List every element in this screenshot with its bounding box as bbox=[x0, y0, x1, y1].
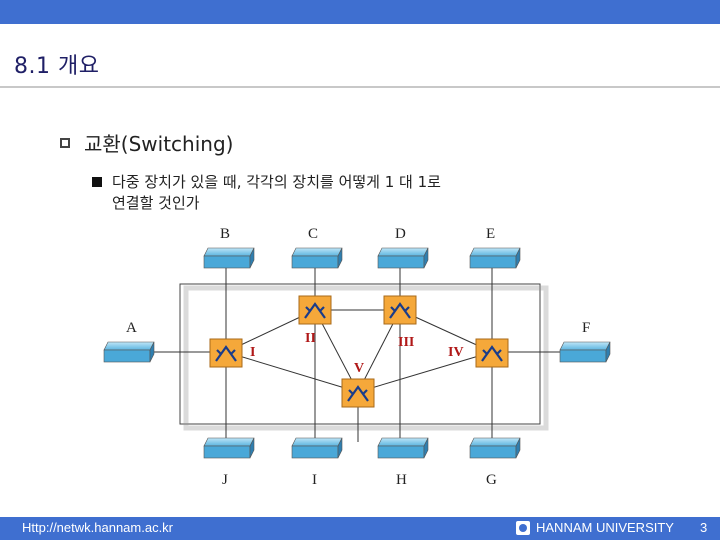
bullet-switching: 교환(Switching) bbox=[60, 128, 233, 157]
label-e: E bbox=[486, 226, 495, 242]
university-logo-icon bbox=[516, 520, 530, 535]
label-g: G bbox=[486, 472, 497, 488]
station-f bbox=[559, 341, 611, 363]
station-h bbox=[377, 437, 429, 459]
station-j bbox=[203, 437, 255, 459]
sub-bullet-line2: 연결할 것인가 bbox=[112, 194, 200, 212]
label-switch-i: I bbox=[250, 345, 255, 360]
footer-url: Http://netwk.hannam.ac.kr bbox=[22, 520, 174, 535]
bullet-text: 교환(Switching) bbox=[84, 132, 234, 156]
station-b bbox=[203, 247, 255, 269]
label-j: J bbox=[222, 472, 228, 488]
label-switch-iv: IV bbox=[448, 345, 464, 360]
station-a bbox=[103, 341, 155, 363]
slide-title: 8.1 개요 bbox=[14, 54, 100, 79]
checkbox-bullet-icon bbox=[60, 137, 70, 148]
bottom-stations bbox=[203, 437, 521, 459]
label-switch-iii: III bbox=[398, 335, 414, 350]
switching-network-diagram: B C D E A F J I H G I II III IV V bbox=[103, 226, 611, 488]
switch-i bbox=[209, 338, 243, 368]
label-b: B bbox=[220, 226, 230, 242]
page-number: 3 bbox=[700, 520, 708, 535]
top-bar bbox=[0, 0, 720, 24]
station-c bbox=[291, 247, 343, 269]
station-g bbox=[469, 437, 521, 459]
label-c: C bbox=[308, 226, 318, 242]
square-bullet-icon bbox=[92, 177, 102, 187]
switch-iv bbox=[475, 338, 509, 368]
label-switch-ii: II bbox=[305, 331, 316, 346]
sub-bullet: 다중 장치가 있을 때, 각각의 장치를 어떻게 1 대 1로 연결할 것인가 bbox=[92, 172, 612, 214]
station-e bbox=[469, 247, 521, 269]
top-stations bbox=[203, 247, 521, 269]
station-i bbox=[291, 437, 343, 459]
switch-v bbox=[341, 378, 375, 408]
label-i: I bbox=[312, 472, 317, 488]
label-a: A bbox=[126, 320, 137, 336]
label-h: H bbox=[396, 472, 407, 488]
label-d: D bbox=[395, 226, 406, 242]
footer-university-name: HANNAM UNIVERSITY bbox=[536, 520, 674, 535]
switch-ii bbox=[298, 295, 332, 325]
title-divider bbox=[0, 86, 720, 88]
label-f: F bbox=[582, 320, 590, 336]
station-d bbox=[377, 247, 429, 269]
footer-bar: Http://netwk.hannam.ac.kr HANNAM UNIVERS… bbox=[0, 517, 720, 540]
label-switch-v: V bbox=[354, 361, 364, 376]
switch-iii bbox=[383, 295, 417, 325]
sub-bullet-line1: 다중 장치가 있을 때, 각각의 장치를 어떻게 1 대 1로 bbox=[112, 173, 441, 191]
footer-university: HANNAM UNIVERSITY bbox=[516, 520, 674, 535]
